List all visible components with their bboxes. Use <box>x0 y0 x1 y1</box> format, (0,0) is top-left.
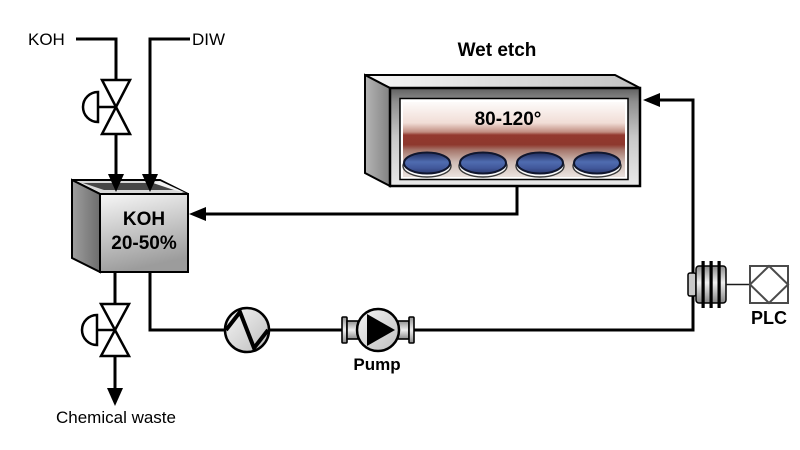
wafer-icon <box>459 151 507 175</box>
valve-body-bottom <box>99 104 133 136</box>
sensor-ring <box>701 261 705 308</box>
wafer-icon <box>403 151 451 175</box>
bath-title: Wet etch <box>458 40 537 61</box>
koh-flow-arrow-icon <box>108 174 124 192</box>
sensor-cap <box>687 272 697 297</box>
wafer-icon <box>516 151 564 175</box>
plc-diamond-icon <box>748 264 790 305</box>
tank-rim-highlight <box>153 181 186 193</box>
valve-actuator-icon <box>81 90 100 124</box>
koh-mix-tank: KOH 20-50% <box>71 178 189 274</box>
valve-body-top <box>98 302 132 333</box>
pump-flange-right <box>408 316 415 344</box>
chemical-waste-label: Chemical waste <box>56 408 176 427</box>
tank-label-line2: 20-50% <box>111 233 177 254</box>
tank-label-line1: KOH <box>123 209 165 230</box>
koh-inlet-valve <box>81 78 133 136</box>
waste-flow-arrow-icon <box>107 388 123 406</box>
valve-body-bottom <box>98 327 132 358</box>
wafer <box>572 151 622 178</box>
wafer-carrier <box>402 151 622 178</box>
wafer-icon <box>573 151 621 175</box>
koh-inlet-pipe <box>76 37 118 81</box>
supply-loop-pipe <box>148 98 695 332</box>
wafer <box>458 151 508 178</box>
valve-body-top <box>99 78 133 110</box>
pump-label: Pump <box>353 355 400 374</box>
diw-flow-arrow-icon <box>142 174 158 192</box>
plc-controller: PLC <box>726 264 790 328</box>
bath-return-pipe <box>206 186 519 216</box>
tank-left-face <box>71 178 101 274</box>
wet-etch-bath: 80-120° Wet etch <box>364 40 642 188</box>
waste-valve <box>80 302 132 358</box>
diw-inlet-label: DIW <box>192 30 225 49</box>
sensor-ring <box>717 261 721 308</box>
return-flow-arrow-icon <box>189 207 206 221</box>
wafer <box>515 151 565 178</box>
heat-exchanger-zigzag-icon <box>224 307 270 353</box>
pump-impeller-arrow-icon <box>367 314 395 346</box>
plc-label: PLC <box>751 308 787 328</box>
diw-inlet-pipe <box>148 37 190 176</box>
heat-exchanger <box>223 306 271 354</box>
sensor-ring <box>709 261 713 308</box>
tank-front-face <box>99 193 189 273</box>
pump: Pump <box>341 307 415 374</box>
valve-actuator-icon <box>80 313 99 347</box>
bath-inlet-arrow-icon <box>643 93 660 107</box>
pipe-lines <box>76 37 695 390</box>
wafer <box>402 151 452 178</box>
bath-temperature-label: 80-120° <box>475 109 542 130</box>
bath-top-face <box>364 74 641 89</box>
inline-sensor <box>687 261 727 308</box>
koh-inlet-label: KOH <box>28 30 65 49</box>
bath-left-face <box>364 73 391 188</box>
flow-arrowheads <box>107 93 660 406</box>
